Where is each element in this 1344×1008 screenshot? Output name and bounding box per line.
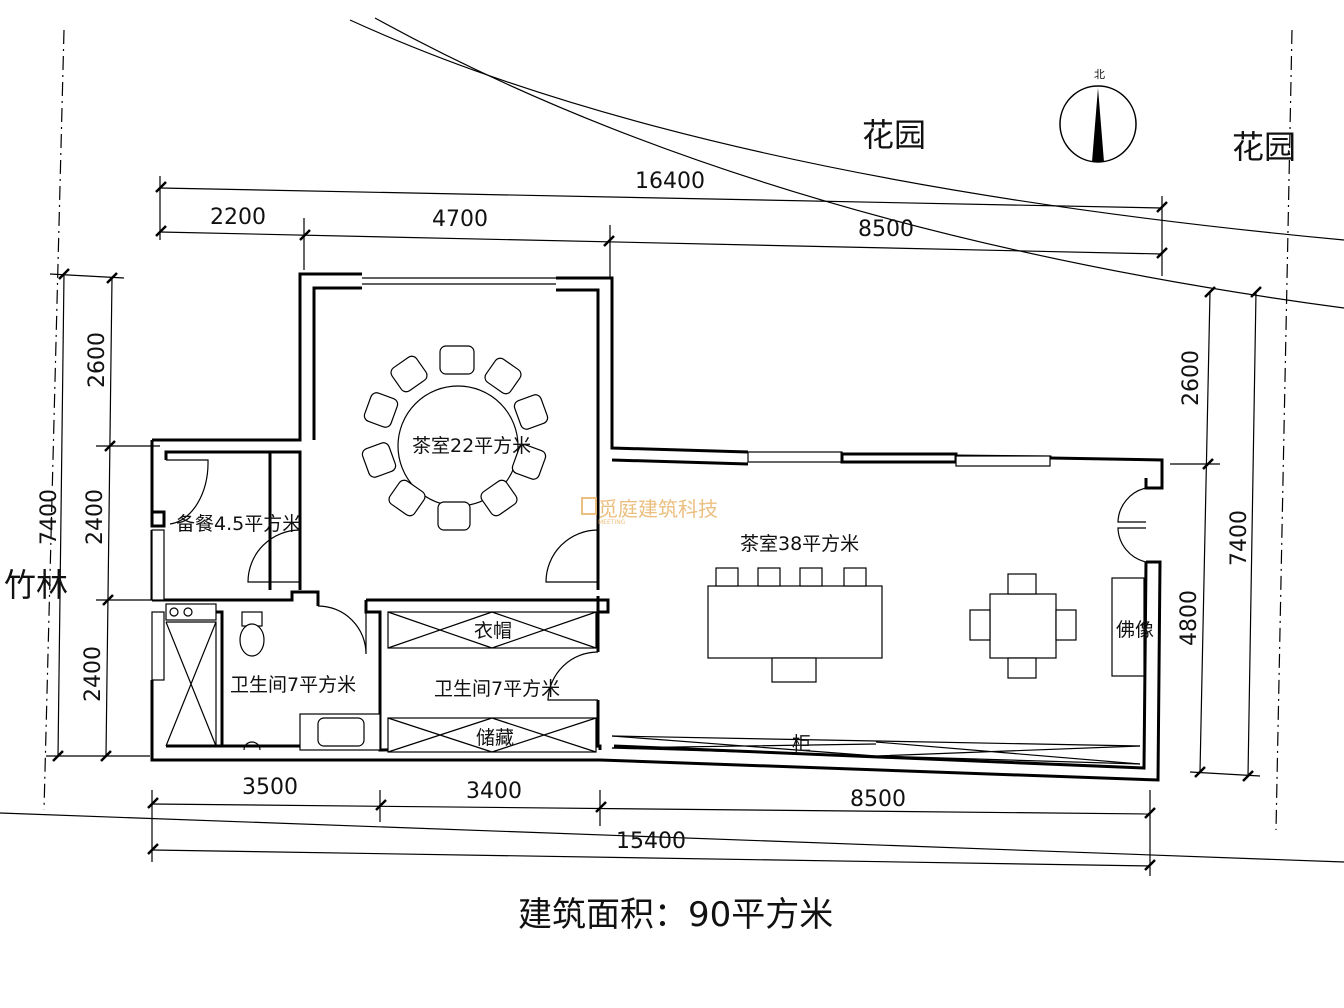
dim-left-1: 2600 bbox=[85, 332, 110, 388]
cabinet-label: 柜 bbox=[792, 733, 811, 755]
dim-top-2: 4700 bbox=[432, 207, 488, 232]
area-title: 建筑面积：90平方米 bbox=[518, 895, 833, 935]
garden-label-right: 花园 bbox=[1232, 128, 1296, 166]
chair-icon bbox=[437, 501, 471, 531]
dimensions-bottom: 3500 3400 8500 15400 bbox=[147, 775, 1156, 876]
bathroom-fixtures bbox=[165, 603, 381, 751]
dim-right-2: 4800 bbox=[1177, 590, 1202, 646]
chair-icon bbox=[484, 357, 522, 395]
wardrobe-label: 衣帽 bbox=[474, 620, 512, 642]
storage: 储藏 bbox=[387, 717, 597, 753]
chair-icon bbox=[513, 394, 549, 430]
dim-right-1: 2600 bbox=[1179, 350, 1204, 406]
dim-bottom-2: 3400 bbox=[466, 779, 522, 804]
chair-icon bbox=[388, 479, 426, 517]
dim-left-3: 2400 bbox=[81, 646, 106, 702]
chair-icon bbox=[480, 479, 518, 517]
walls bbox=[150, 272, 1164, 782]
dim-left-2: 2400 bbox=[83, 489, 108, 545]
doors bbox=[166, 459, 1147, 701]
chair-icon bbox=[361, 442, 397, 478]
wardrobe: 衣帽 bbox=[387, 611, 597, 649]
dim-left-total: 7400 bbox=[37, 489, 62, 545]
dim-top-1: 2200 bbox=[210, 205, 266, 230]
garden-path bbox=[349, 17, 1344, 309]
garden-label-center: 花园 bbox=[862, 116, 926, 154]
tea-room-large-label: 茶室38平方米 bbox=[740, 533, 859, 555]
round-table bbox=[361, 345, 549, 531]
site-boundary bbox=[0, 29, 1344, 863]
dimensions-left: 7400 2600 2400 2400 bbox=[37, 268, 160, 762]
dim-bottom-1: 3500 bbox=[242, 775, 298, 800]
bamboo-label: 竹林 bbox=[4, 566, 68, 604]
bathroom-middle-label: 卫生间7平方米 bbox=[434, 678, 560, 700]
chair-icon bbox=[511, 444, 547, 480]
buddha-cabinet: 佛像 bbox=[1111, 577, 1154, 677]
sink-icon bbox=[299, 713, 381, 751]
pantry-label: 备餐4.5平方米 bbox=[176, 513, 301, 535]
dim-bottom-3: 8500 bbox=[850, 787, 906, 812]
dimensions-top: 16400 2200 4700 8500 bbox=[155, 169, 1168, 278]
chair-icon bbox=[439, 345, 475, 375]
buddha-label: 佛像 bbox=[1116, 619, 1154, 641]
dim-bottom-total: 15400 bbox=[616, 829, 686, 854]
dim-right-total: 7400 bbox=[1227, 510, 1252, 566]
watermark-text: 觅庭建筑科技 bbox=[598, 497, 718, 521]
chair-icon bbox=[363, 392, 399, 428]
long-table bbox=[707, 567, 883, 683]
tea-room-small-label: 茶室22平方米 bbox=[412, 435, 531, 457]
north-arrow-icon: 北 bbox=[1059, 68, 1137, 163]
north-label: 北 bbox=[1094, 68, 1105, 81]
storage-label: 储藏 bbox=[476, 727, 514, 749]
dimensions-right: 2600 4800 7400 bbox=[1170, 286, 1262, 782]
dim-top-3: 8500 bbox=[858, 217, 914, 242]
toilet-icon bbox=[239, 611, 265, 657]
long-cabinet: 柜 bbox=[611, 733, 1141, 765]
chair-icon bbox=[390, 355, 428, 393]
bathroom-left-label: 卫生间7平方米 bbox=[230, 674, 356, 696]
watermark-sub: MEETING bbox=[598, 519, 626, 526]
square-table bbox=[969, 573, 1077, 679]
dim-top-total: 16400 bbox=[635, 169, 705, 194]
watermark: 觅庭建筑科技 MEETING bbox=[581, 497, 718, 526]
